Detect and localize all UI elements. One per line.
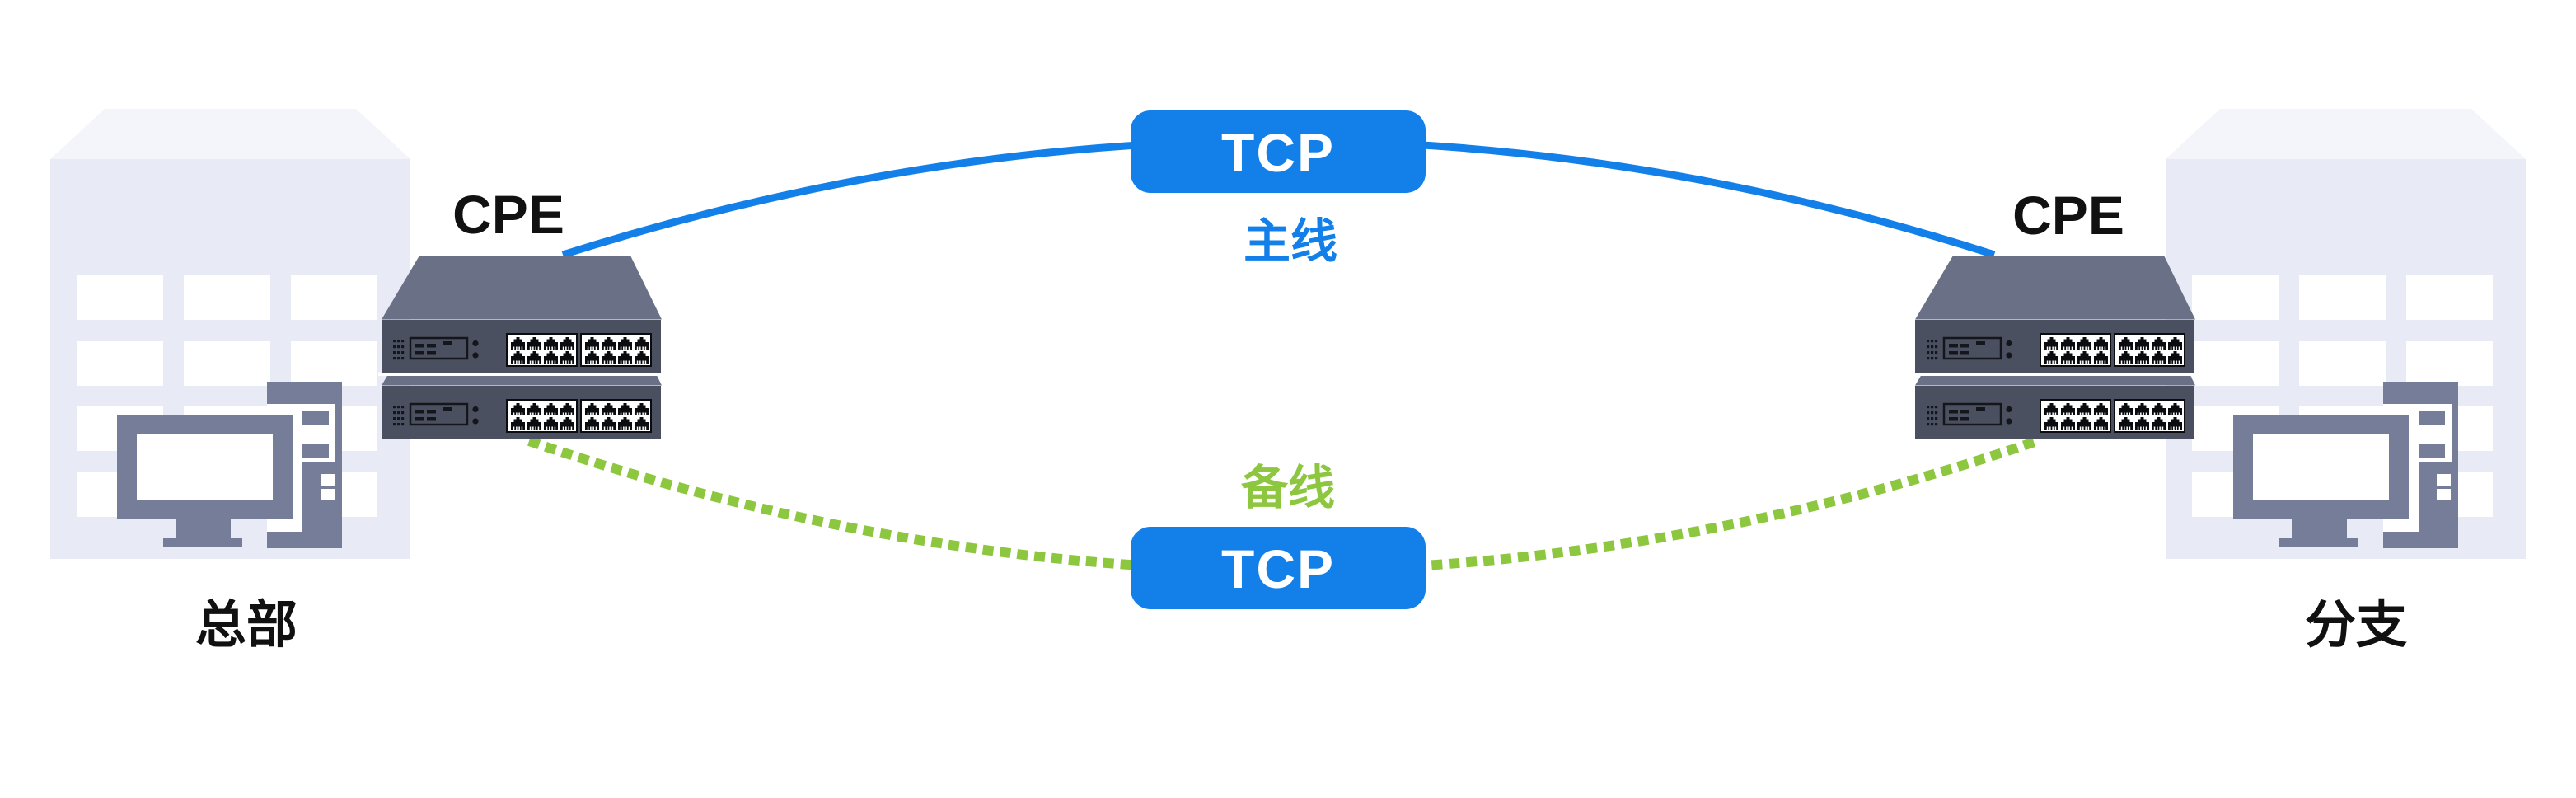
primary-line-label: 主线 bbox=[1244, 215, 1337, 268]
site-label-branch: 分支 bbox=[2305, 597, 2407, 654]
backup-tcp-badge bbox=[1131, 527, 1426, 609]
cpe-label-branch: CPE bbox=[2012, 185, 2124, 246]
primary-tcp-badge bbox=[1131, 110, 1426, 193]
backup-tcp-badge-label: TCP bbox=[1221, 538, 1335, 599]
cpe-label-headquarters: CPE bbox=[452, 184, 564, 245]
cpe-switch-stack-icon-branch bbox=[1912, 256, 2199, 439]
primary-tcp-badge-label: TCP bbox=[1221, 122, 1335, 183]
backup-line-label: 备线 bbox=[1241, 462, 1335, 514]
site-label-headquarters: 总部 bbox=[195, 597, 297, 654]
cpe-switch-stack-icon-headquarters bbox=[378, 256, 665, 439]
